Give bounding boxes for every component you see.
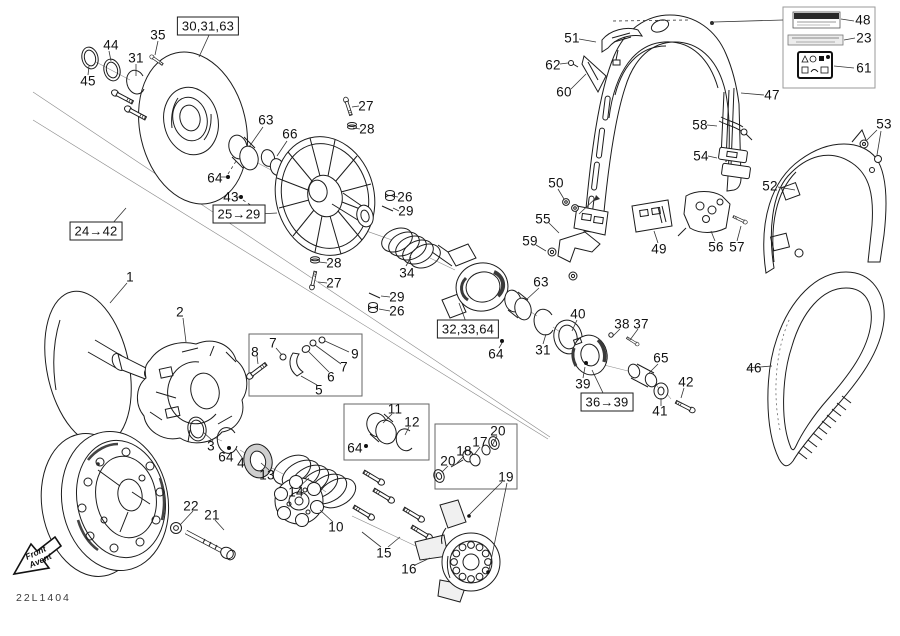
- screws-53: [859, 139, 882, 173]
- latch-54: [718, 146, 751, 180]
- decal-panel: [782, 6, 876, 89]
- ring-44: [103, 58, 121, 82]
- washer-13: [243, 443, 273, 479]
- bushing-63b: [504, 289, 532, 321]
- governor-cup-16: [414, 499, 501, 603]
- snap-ring-31: [126, 69, 145, 95]
- secondary-fixed-sheave: [138, 51, 248, 205]
- ring-45: [81, 46, 99, 70]
- screw-62: [568, 60, 579, 68]
- belt-guard-frame-47: [573, 14, 742, 236]
- spider-10: [274, 475, 324, 527]
- bushing-63: [228, 134, 259, 171]
- side-guard-52: [763, 129, 887, 274]
- secondary-sliding-sheave: [274, 136, 376, 256]
- bracket-51: [601, 27, 644, 66]
- hardware-29-26-bottom: [368, 292, 381, 313]
- ring-3: [187, 416, 207, 442]
- screws-38-37: [608, 332, 641, 347]
- hardware-28-27-bottom: [308, 256, 320, 291]
- cam-yoke-32-33-64: [431, 243, 509, 319]
- bullet-dot-markers: [226, 175, 588, 574]
- bracket-55: [547, 231, 601, 281]
- circlip-4: [216, 427, 238, 454]
- detail-box-rollers-17-20: [433, 423, 518, 490]
- hardware-26-29-right: [381, 190, 395, 212]
- screws-50: [562, 195, 600, 215]
- drive-belt-46: [767, 271, 885, 467]
- decal-48: [792, 11, 841, 29]
- decal-23: [787, 34, 844, 46]
- bolt-42: [674, 398, 697, 415]
- cam-slider-36-39: [571, 334, 608, 376]
- washer-22: [170, 522, 182, 534]
- primary-sheave-detail-face: [40, 430, 170, 577]
- primary-sliding-spider-assembly-2: [137, 340, 248, 444]
- primary-fixed-sheave-1: [44, 290, 155, 446]
- detail-box-bushing-11-12: [343, 403, 430, 461]
- bracket-56: [677, 191, 731, 237]
- secondary-spring-34: [381, 227, 441, 269]
- detail-box-lever-5-9: [244, 333, 363, 397]
- screw-57: [732, 214, 749, 226]
- drawing-code: 22L1404: [16, 592, 71, 604]
- bolts-15: [351, 468, 435, 542]
- bracket-60: [581, 55, 607, 94]
- decal-61-warning: [797, 51, 833, 79]
- snap-ring-31b: [533, 308, 554, 336]
- bolt-21: [184, 530, 236, 561]
- spring-58: [718, 116, 753, 141]
- plate-49: [631, 199, 673, 233]
- washer-41: [653, 382, 669, 400]
- group-bracket-lines: [32, 91, 551, 440]
- roller-65: [627, 363, 658, 388]
- front-direction-arrow-icon: Front Avent: [12, 535, 63, 576]
- hardware-27-28-top: [342, 96, 357, 130]
